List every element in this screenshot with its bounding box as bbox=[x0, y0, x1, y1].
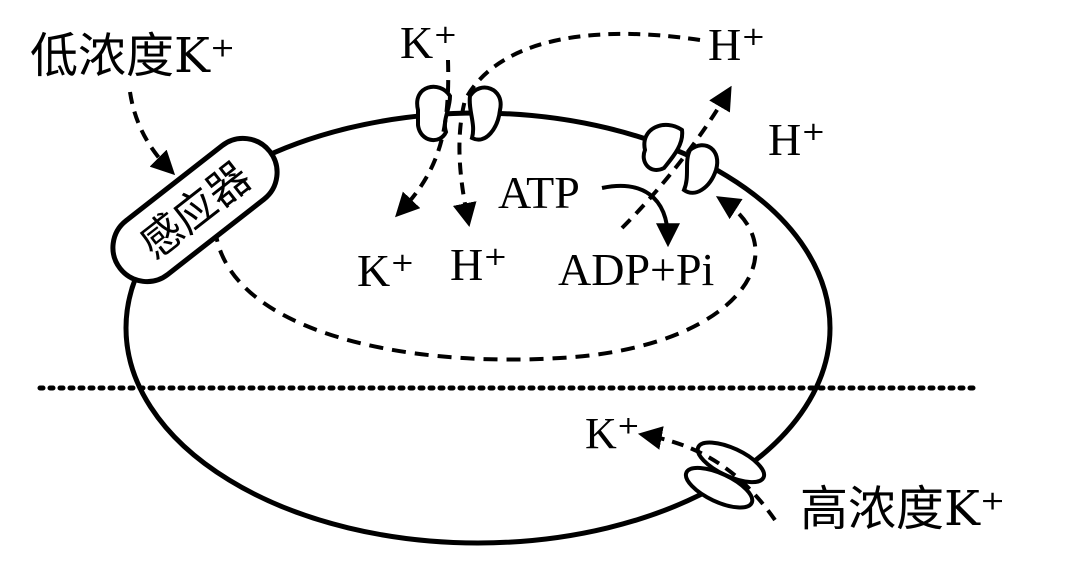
k-bottom-label: K⁺ bbox=[585, 409, 640, 458]
bottom-channel-protein bbox=[683, 440, 767, 510]
h-pump-protein bbox=[641, 122, 720, 195]
h-outward-arrow bbox=[620, 85, 732, 230]
sensor-signal-dashed-path bbox=[213, 196, 758, 362]
h-inside-label: H⁺ bbox=[450, 239, 508, 290]
high-k-inward-arrow bbox=[637, 426, 777, 522]
k-top-label: K⁺ bbox=[400, 17, 458, 68]
atp-label: ATP bbox=[498, 167, 580, 218]
atp-hydrolysis-arrow bbox=[601, 183, 680, 248]
h-right-label: H⁺ bbox=[768, 114, 826, 165]
low-conc-k-label: 低浓度K⁺ bbox=[30, 28, 235, 84]
low-k-to-sensor-arrow bbox=[128, 91, 176, 176]
k-inward-arrow bbox=[395, 59, 451, 218]
adp-pi-label: ADP+Pi bbox=[558, 244, 714, 295]
top-channel-protein bbox=[415, 84, 503, 142]
sensor-capsule bbox=[110, 135, 280, 285]
k-inside-label: K⁺ bbox=[357, 245, 415, 296]
high-conc-k-label: 高浓度K⁺ bbox=[800, 481, 1005, 537]
h-top-right-label: H⁺ bbox=[708, 19, 766, 70]
